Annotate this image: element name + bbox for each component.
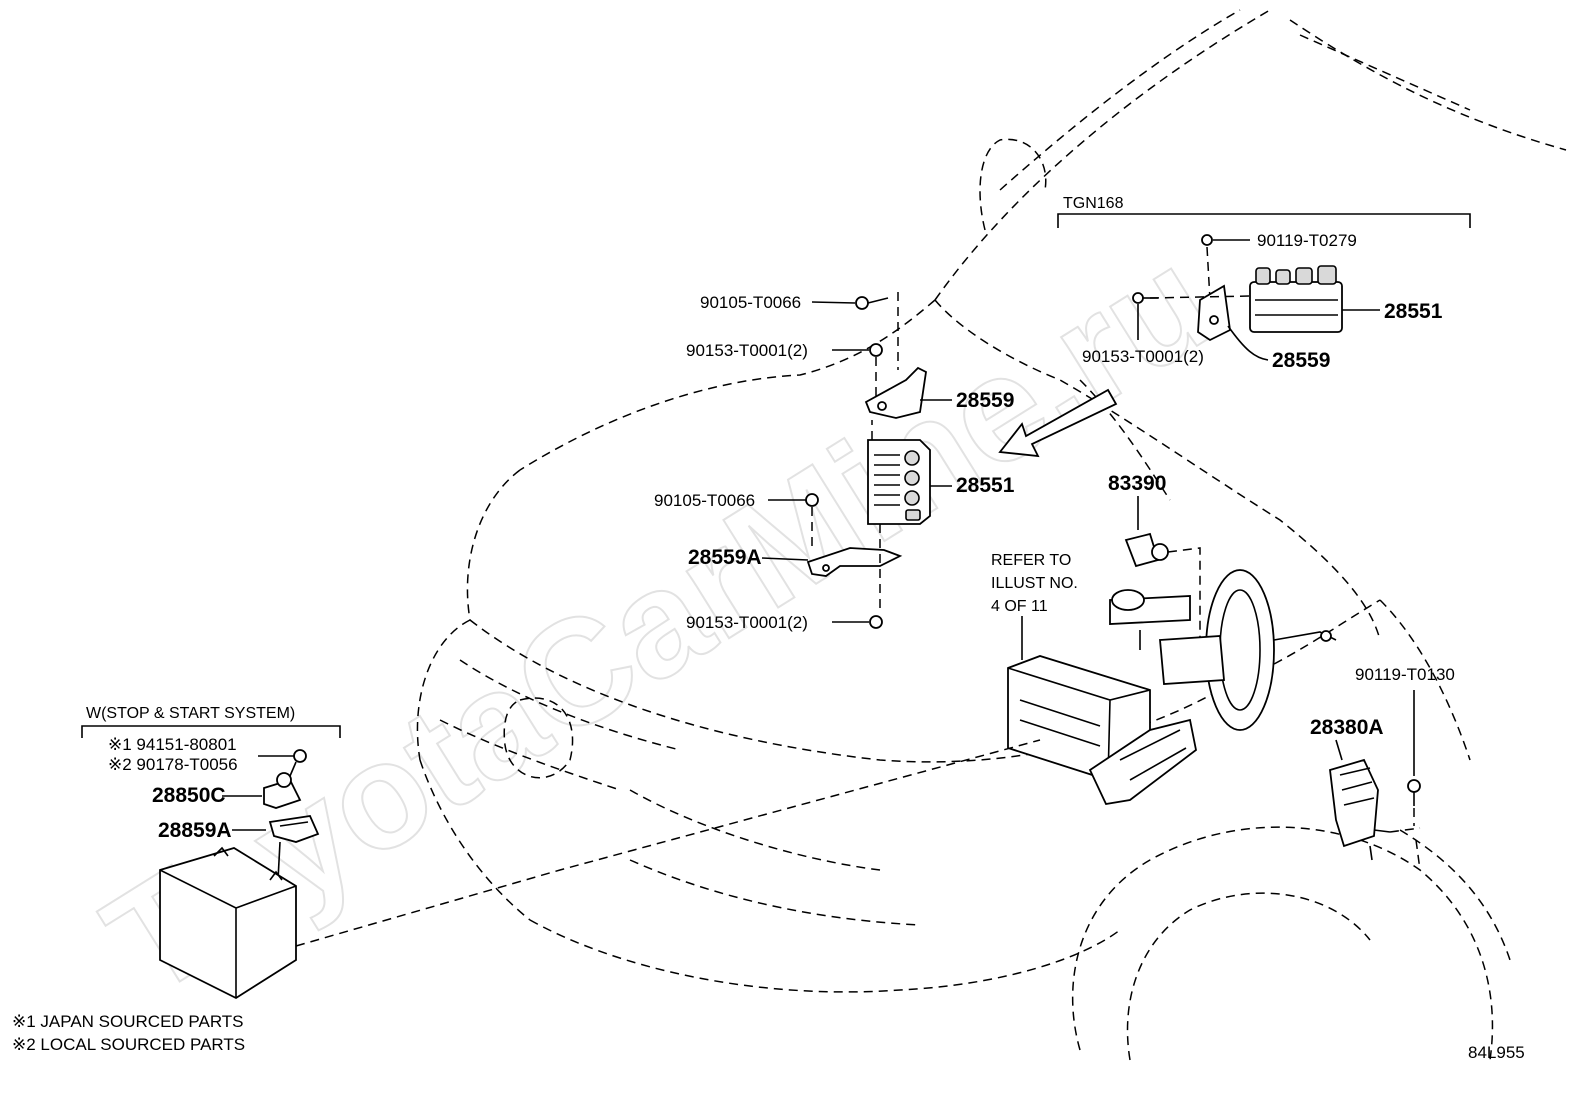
vehicle-outline (416, 9, 1567, 1061)
tgn-bracket-28559: 28559 (1149, 284, 1330, 372)
label-90105-T0066-top: 90105-T0066 (700, 293, 801, 312)
bracket-28559A: 28559A (688, 420, 903, 610)
label-83390: 83390 (1108, 472, 1166, 495)
nut-90153-top: 90153-T0001(2) (686, 341, 883, 400)
bracket-28559: 28559 (864, 366, 1014, 419)
module-28551: 28551 (867, 439, 1015, 525)
label-90153-T0001-top: 90153-T0001(2) (686, 341, 808, 360)
refer-line-2: ILLUST NO. (991, 575, 1078, 592)
label-28559-tgn: 28559 (1272, 349, 1330, 372)
refer-line-1: REFER TO (991, 552, 1071, 569)
label-ss-nut-2: ※2 90178-T0056 (108, 755, 238, 774)
label-90153-T0001-tgn: 90153-T0001(2) (1082, 347, 1204, 366)
label-ss-nut-1: ※1 94151-80801 (108, 735, 237, 754)
tgn-bolt: 90119-T0279 (1201, 231, 1357, 301)
label-90153-T0001-low: 90153-T0001(2) (686, 613, 808, 632)
direction-arrow (998, 388, 1118, 458)
sensor-83390: 83390 (1108, 472, 1201, 640)
ss-nut: ※1 94151-80801 ※2 90178-T0056 (108, 735, 307, 774)
label-28850C: 28850C (152, 784, 226, 807)
battery-main (1007, 655, 1197, 805)
label-90119-T0279: 90119-T0279 (1257, 231, 1357, 250)
ss-clamp-28859A: 28859A (158, 815, 320, 881)
footnote-2: ※2 LOCAL SOURCED PARTS (12, 1035, 245, 1054)
tgn-module-28551: 28551 (1249, 265, 1443, 333)
bolt-90119-T0130: 90119-T0130 (1355, 665, 1455, 826)
label-28859A: 28859A (158, 819, 232, 842)
refer-note: REFER TO ILLUST NO. 4 OF 11 (991, 552, 1078, 660)
refer-line-3: 4 OF 11 (991, 598, 1048, 615)
footnote-1: ※1 JAPAN SOURCED PARTS (12, 1012, 244, 1031)
bolt-90105-top: 90105-T0066 (700, 292, 899, 370)
tgn-nut: 90153-T0001(2) (1082, 292, 1204, 366)
ss-battery (159, 739, 1041, 1000)
ecu-28380A: 28380A (1310, 716, 1421, 871)
label-90119-T0130: 90119-T0130 (1355, 665, 1455, 684)
label-28559-main: 28559 (956, 389, 1014, 412)
bolt-90105-mid: 90105-T0066 (654, 491, 819, 550)
group-stop-start: W(STOP & START SYSTEM) (81, 705, 341, 738)
label-90105-T0066-mid: 90105-T0066 (654, 491, 755, 510)
label-28559A: 28559A (688, 546, 762, 569)
ss-sensor-28850C: 28850C (152, 761, 302, 809)
brake-booster (1109, 569, 1337, 731)
label-28551-main: 28551 (956, 474, 1015, 497)
stop-start-label: W(STOP & START SYSTEM) (86, 705, 295, 722)
illustration-id: 84L955 (1468, 1043, 1525, 1062)
label-28380A: 28380A (1310, 716, 1384, 739)
label-28551-tgn: 28551 (1384, 300, 1443, 323)
group-tgn168: TGN168 (1057, 195, 1471, 228)
tgn168-label: TGN168 (1063, 195, 1124, 212)
nut-90153-low: 90153-T0001(2) (686, 613, 883, 632)
